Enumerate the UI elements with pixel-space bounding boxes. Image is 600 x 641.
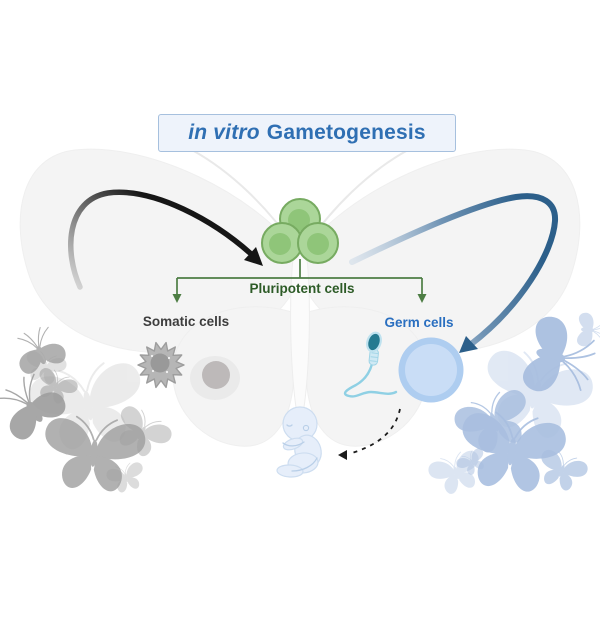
split-bracket	[172, 259, 427, 303]
germ-cells-label: Germ cells	[384, 315, 454, 330]
egg-icon	[398, 337, 464, 403]
fetus-icon	[276, 406, 322, 478]
title-italic-part: in vitro	[188, 121, 260, 144]
title-regular-part: Gametogenesis	[266, 121, 426, 144]
blue-curved-arrow	[349, 193, 558, 353]
somatic-cells-label: Somatic cells	[142, 314, 230, 329]
dashed-arrow	[338, 408, 401, 460]
moth-icon	[576, 311, 600, 349]
somatic-cells-icon	[137, 341, 240, 400]
sperm-icon	[343, 331, 398, 398]
title-box: in vitro Gametogenesis	[158, 114, 456, 152]
pluripotent-cells-label: Pluripotent cells	[249, 281, 355, 296]
pluripotent-cells-icon	[261, 198, 339, 264]
black-curved-arrow	[68, 189, 263, 290]
